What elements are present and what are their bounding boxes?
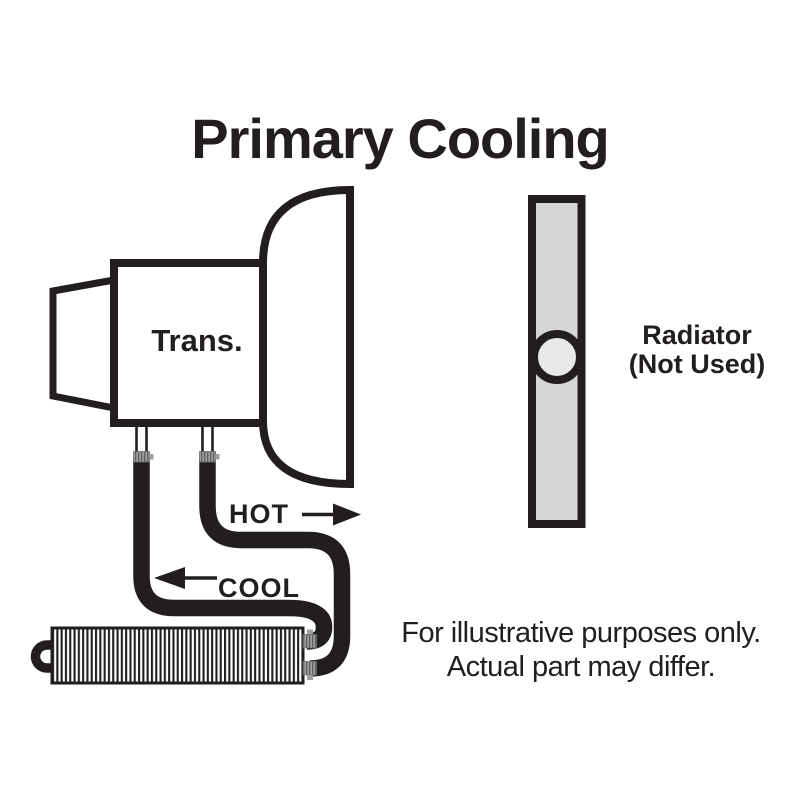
trans-fitting-right xyxy=(201,422,214,455)
cooler-core xyxy=(50,626,305,685)
transmission-label: Trans. xyxy=(151,323,242,358)
transmission-tailshaft xyxy=(49,275,118,413)
cool-label: COOL xyxy=(218,573,300,603)
fitting-tube xyxy=(201,422,214,455)
cooler-return-loop xyxy=(30,640,56,673)
cool-hose xyxy=(133,458,333,650)
hot-flow-annotation: HOT xyxy=(229,499,361,529)
cooler xyxy=(30,626,317,685)
disclaimer-note: For illustrative purposes only. Actual p… xyxy=(401,617,761,683)
bell-housing xyxy=(259,185,354,489)
hot-hose xyxy=(199,458,351,677)
disclaimer-line2: Actual part may differ. xyxy=(447,651,715,683)
transmission: Trans. xyxy=(49,185,354,489)
diagram-title: Primary Cooling xyxy=(191,107,609,170)
trans-fitting-right-nut xyxy=(199,451,220,463)
radiator-label-line2: (Not Used) xyxy=(629,349,766,379)
cooler-fitting-top xyxy=(302,629,317,649)
trans-fitting-left-nut xyxy=(133,451,154,463)
fitting-tube xyxy=(135,422,148,455)
transmission-body xyxy=(110,259,267,427)
hot-arrow-icon xyxy=(333,503,361,526)
cool-arrow-icon xyxy=(154,567,185,589)
cool-flow-annotation: COOL xyxy=(154,567,300,603)
trans-fitting-left xyxy=(135,422,148,455)
hot-label: HOT xyxy=(229,499,289,529)
radiator-port xyxy=(530,330,584,384)
radiator: Radiator (Not Used) xyxy=(528,195,766,528)
cooler-fitting-bottom xyxy=(302,661,317,680)
radiator-label-line1: Radiator xyxy=(642,320,752,350)
disclaimer-line1: For illustrative purposes only. xyxy=(401,617,761,649)
